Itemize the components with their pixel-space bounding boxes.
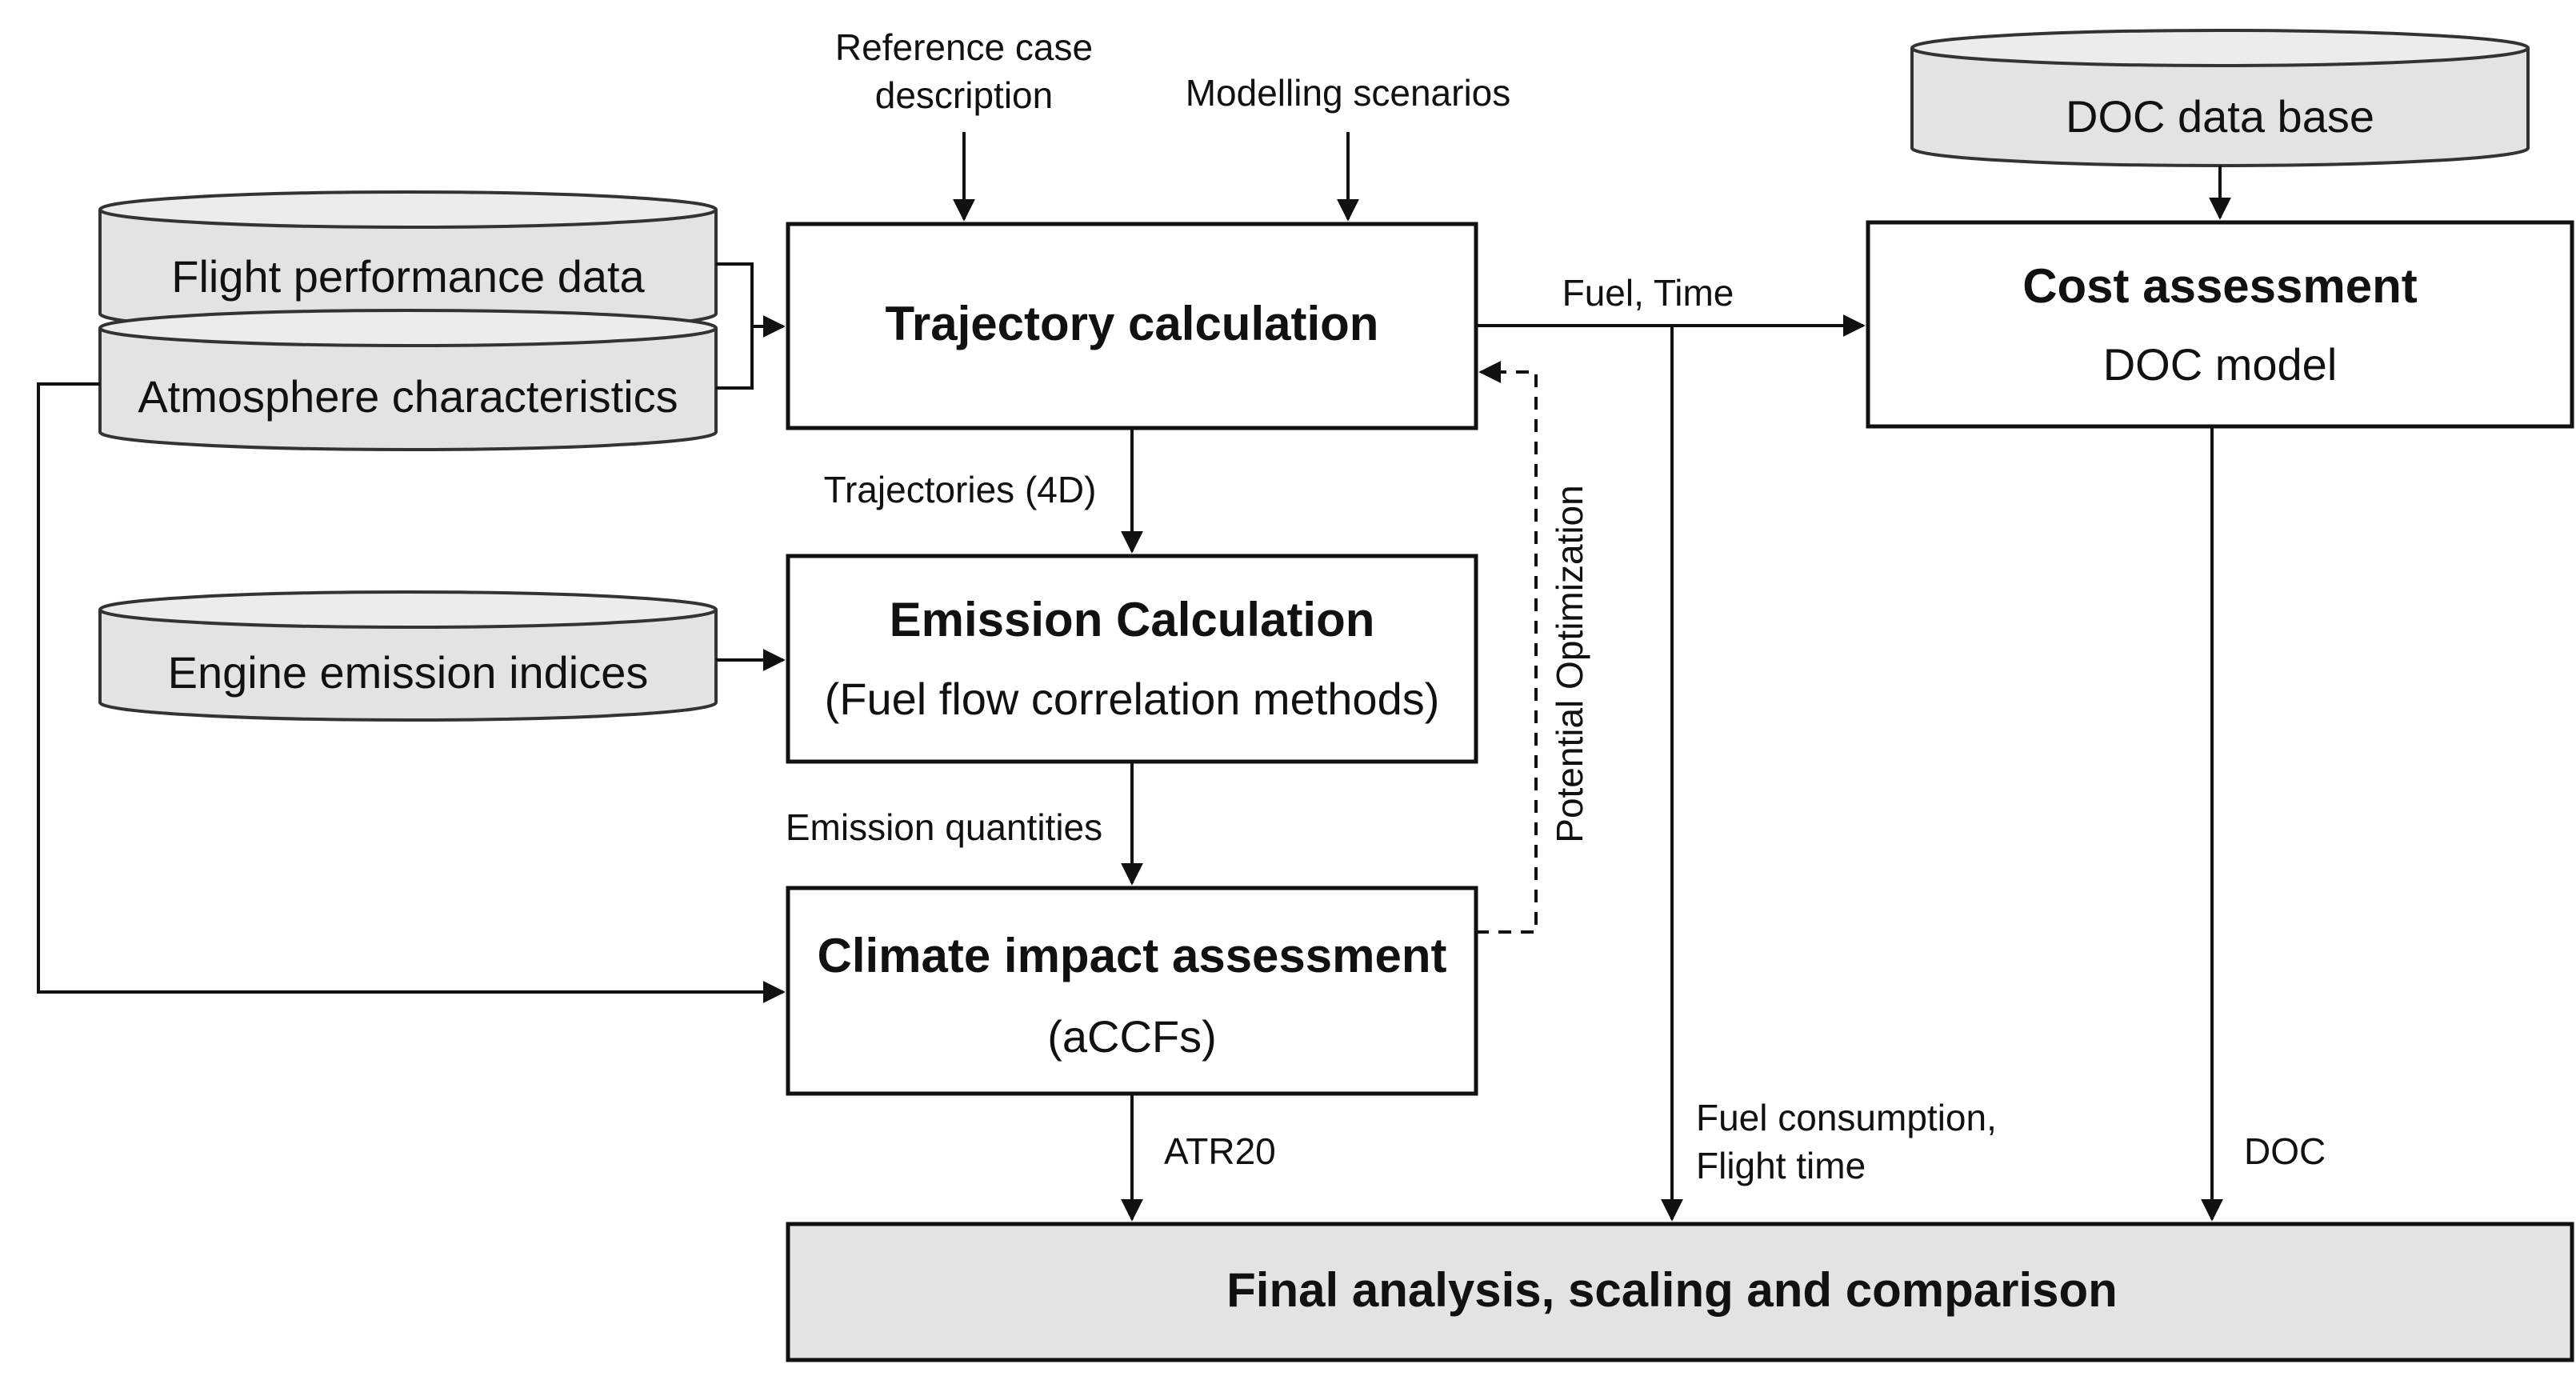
connector-db-to-trajectory [716, 262, 754, 390]
box-final: Final analysis, scaling and comparison [786, 1222, 2574, 1362]
db-doc: DOC data base [1910, 29, 2530, 167]
db-doc-label: DOC data base [2066, 91, 2374, 142]
climate-subtitle: (aCCFs) [1047, 1011, 1217, 1062]
label-trajectories: Trajectories (4D) [824, 469, 1097, 510]
box-cost: Cost assessment DOC model [1866, 220, 2574, 429]
box-trajectory: Trajectory calculation [786, 222, 1478, 430]
label-fuel-consumption-line2: Flight time [1696, 1145, 1866, 1186]
db-engine-emission: Engine emission indices [98, 590, 718, 722]
input-reference-case-line1: Reference case [835, 26, 1093, 68]
emission-subtitle: (Fuel flow correlation methods) [825, 674, 1440, 724]
label-fuel-time: Fuel, Time [1562, 272, 1734, 314]
cost-subtitle: DOC model [2103, 339, 2338, 390]
label-atr20: ATR20 [1164, 1130, 1276, 1172]
arrow-atmosphere-to-climate [37, 382, 786, 1003]
db-engine-emission-label: Engine emission indices [168, 647, 649, 698]
db-flight-performance: Flight performance data [98, 190, 718, 334]
input-reference-case-line2: description [875, 74, 1053, 116]
db-atmosphere: Atmosphere characteristics [98, 309, 718, 451]
label-fuel-consumption-line1: Fuel consumption, [1696, 1097, 1997, 1138]
box-climate: Climate impact assessment (aCCFs) [786, 886, 1478, 1096]
box-emission: Emission Calculation (Fuel flow correlat… [786, 554, 1478, 764]
label-doc: DOC [2244, 1130, 2326, 1172]
climate-title: Climate impact assessment [817, 929, 1446, 982]
arrow-optimization-feedback [1476, 361, 1538, 934]
label-emission-quantities: Emission quantities [786, 806, 1102, 848]
db-atmosphere-label: Atmosphere characteristics [138, 371, 678, 422]
label-potential-optimization: Potential Optimization [1549, 485, 1590, 842]
emission-title: Emission Calculation [890, 593, 1375, 646]
input-modelling-scenarios: Modelling scenarios [1186, 72, 1511, 114]
cost-title: Cost assessment [2022, 259, 2418, 313]
trajectory-title: Trajectory calculation [886, 297, 1379, 350]
final-title: Final analysis, scaling and comparison [1226, 1263, 2118, 1317]
db-flight-performance-label: Flight performance data [171, 251, 645, 302]
